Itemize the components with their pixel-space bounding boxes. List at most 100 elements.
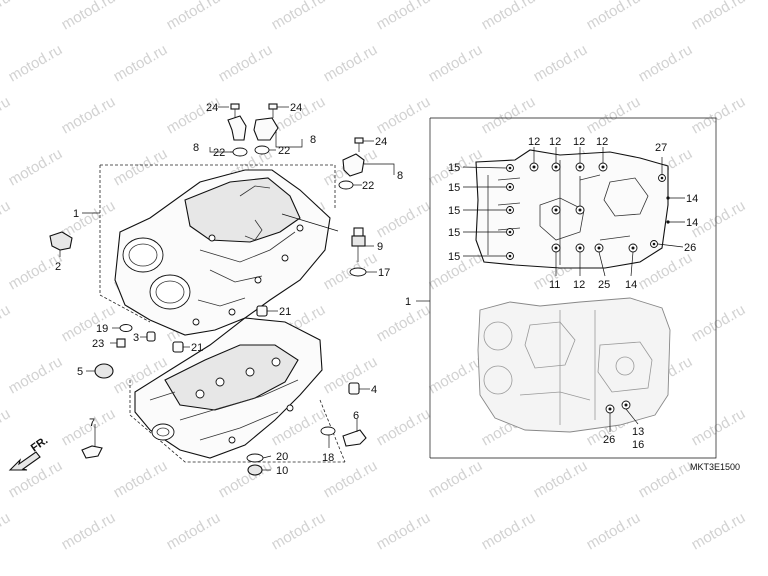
callout-17: 17 <box>378 267 390 279</box>
watermark-text: motod.ru <box>374 509 434 553</box>
callout-14: 14 <box>625 279 637 291</box>
watermark-text: motod.ru <box>164 93 224 137</box>
leader-lines-right <box>462 147 685 432</box>
watermark-text: motod.ru <box>374 93 434 137</box>
callout-22: 22 <box>213 147 225 159</box>
lower-crankcase <box>134 317 323 459</box>
watermark-text: motod.ru <box>426 41 486 85</box>
watermark-text: motod.ru <box>689 0 749 33</box>
watermark-text: motod.ru <box>479 93 539 137</box>
callout-12: 12 <box>596 136 608 148</box>
upper-crankcase <box>114 169 331 336</box>
callout-13: 13 <box>632 426 644 438</box>
watermark-text: motod.ru <box>6 41 66 85</box>
callout-24: 24 <box>375 136 387 148</box>
callout-22: 22 <box>278 145 290 157</box>
callout-12: 12 <box>549 136 561 148</box>
callout-8: 8 <box>193 142 199 154</box>
watermark-text: motod.ru <box>584 509 644 553</box>
watermark-text: motod.ru <box>216 41 276 85</box>
callout-9: 9 <box>377 241 383 253</box>
watermark-text: motod.ru <box>689 405 749 449</box>
callout-25: 25 <box>598 279 610 291</box>
small-parts <box>49 103 367 476</box>
leader-lines-left <box>59 106 395 471</box>
watermark-text: motod.ru <box>426 457 486 501</box>
watermark-text: motod.ru <box>111 457 171 501</box>
callout-27: 27 <box>655 142 667 154</box>
watermark-text: motod.ru <box>374 301 434 345</box>
watermark-text: motod.ru <box>531 41 591 85</box>
watermark-text: motod.ru <box>479 509 539 553</box>
callout-18: 18 <box>322 452 334 464</box>
watermark-text: motod.ru <box>479 0 539 33</box>
watermark-text: motod.ru <box>59 301 119 345</box>
right-view-frame <box>416 117 717 459</box>
watermark-text: motod.ru <box>59 509 119 553</box>
callout-7: 7 <box>89 417 95 429</box>
callout-21: 21 <box>191 342 203 354</box>
watermark-text: motod.ru <box>426 353 486 397</box>
callout-15: 15 <box>448 227 460 239</box>
front-marker-label: FR. <box>29 434 50 454</box>
diagram-code: MKT3E1500 <box>690 462 740 472</box>
callout-26: 26 <box>603 434 615 446</box>
callout-5: 5 <box>77 366 83 378</box>
watermark-text: motod.ru <box>0 301 13 345</box>
watermark-text: motod.ru <box>689 301 749 345</box>
callout-21: 21 <box>279 306 291 318</box>
lower-case-bottom-view <box>477 297 671 433</box>
watermark-text: motod.ru <box>689 509 749 553</box>
callout-11: 11 <box>549 279 560 291</box>
watermark-text: motod.ru <box>584 93 644 137</box>
watermark-layer: motod.ru motod.ru motod.ru motod.ru motod.ru… <box>0 0 748 553</box>
watermark-text: motod.ru <box>269 0 329 33</box>
callout-15: 15 <box>448 251 460 263</box>
watermark-text: motod.ru <box>374 405 434 449</box>
callout-24: 24 <box>290 102 302 114</box>
watermark-text: motod.ru <box>59 0 119 33</box>
watermark-text: motod.ru <box>111 145 171 189</box>
watermark-text: motod.ru <box>584 0 644 33</box>
callout-6: 6 <box>353 410 359 422</box>
callout-20: 20 <box>276 451 288 463</box>
callout-4: 4 <box>371 384 377 396</box>
watermark-text: motod.ru <box>0 509 13 553</box>
watermark-text: motod.ru <box>269 509 329 553</box>
callout-1: 1 <box>73 208 79 220</box>
watermark-text: motod.ru <box>6 457 66 501</box>
watermark-text: motod.ru <box>0 405 13 449</box>
callout-labels: 24 24 24 8 8 8 22 22 22 1 2 9 17 21 21 1… <box>55 102 740 477</box>
watermark-text: motod.ru <box>0 93 13 137</box>
watermark-text: motod.ru <box>374 0 434 33</box>
callout-23: 23 <box>92 338 104 350</box>
watermark-text: motod.ru <box>111 41 171 85</box>
watermark-text: motod.ru <box>0 197 13 241</box>
callout-14: 14 <box>686 217 698 229</box>
watermark-text: motod.ru <box>689 93 749 137</box>
callout-3: 3 <box>133 332 139 344</box>
callout-14: 14 <box>686 193 698 205</box>
watermark-text: motod.ru <box>636 457 696 501</box>
callout-15: 15 <box>448 162 460 174</box>
callout-8: 8 <box>310 134 316 146</box>
watermark-text: motod.ru <box>216 457 276 501</box>
watermark-text: motod.ru <box>164 509 224 553</box>
callout-12: 12 <box>528 136 540 148</box>
watermark-text: motod.ru <box>374 197 434 241</box>
callout-26: 26 <box>684 242 696 254</box>
callout-22: 22 <box>362 180 374 192</box>
front-arrow-icon <box>8 451 41 471</box>
watermark-text: motod.ru <box>0 0 13 33</box>
upper-case-top-view <box>475 149 670 269</box>
callout-12: 12 <box>573 136 585 148</box>
watermark-text: motod.ru <box>321 41 381 85</box>
callout-2: 2 <box>55 261 61 273</box>
watermark-text: motod.ru <box>269 93 329 137</box>
watermark-text: motod.ru <box>59 93 119 137</box>
watermark-text: motod.ru <box>6 145 66 189</box>
callout-12: 12 <box>573 279 585 291</box>
watermark-text: motod.ru <box>531 457 591 501</box>
callout-16: 16 <box>632 439 644 451</box>
